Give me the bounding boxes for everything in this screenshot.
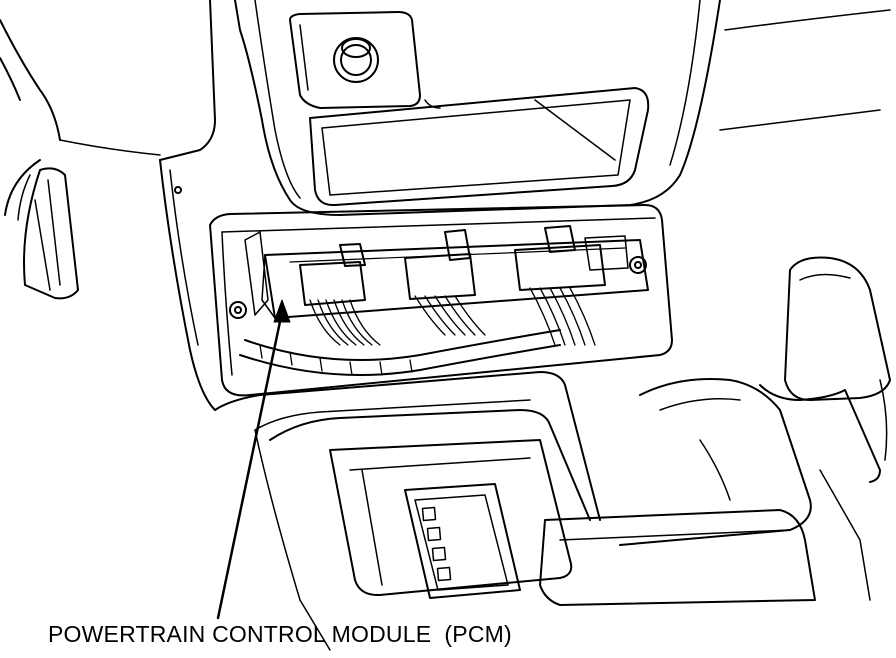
left-dash-panel: [160, 0, 215, 410]
callout-arrow: [218, 300, 290, 618]
pcm-access-opening: [210, 205, 672, 395]
brake-pedal: [24, 168, 78, 298]
steering-column: [0, 20, 160, 220]
shift-indicator: [405, 484, 520, 598]
caption-label: POWERTRAIN CONTROL MODULE (PCM): [48, 621, 512, 647]
center-console: [215, 372, 600, 650]
wire-harness: [240, 288, 595, 375]
dash-storage-pocket: [310, 88, 648, 205]
shift-lever: [540, 258, 890, 606]
cigarette-lighter: [290, 12, 420, 108]
pcm-connectors: [300, 226, 628, 305]
